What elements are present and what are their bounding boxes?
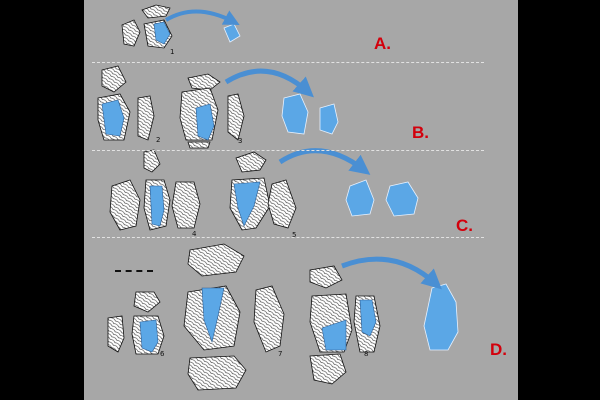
item-number: 6 [160, 350, 165, 358]
refit-flake [385, 181, 419, 217]
core-fragment [227, 93, 245, 141]
core-fragment [309, 353, 347, 385]
panel-d-drawings [107, 243, 459, 391]
highlighted-flake [201, 287, 225, 344]
figure-panel: A. B. C. D. 1 2 3 4 5 6 7 8 [84, 0, 518, 400]
highlighted-flake [195, 103, 215, 141]
highlighted-flake [359, 299, 377, 337]
core-fragment [187, 141, 211, 149]
core-fragment [121, 19, 141, 47]
core-fragment [187, 243, 245, 277]
core-fragment [109, 179, 141, 231]
item-number: 5 [292, 231, 297, 239]
core-fragment [133, 291, 161, 313]
lithic-refit-illustration [97, 4, 459, 391]
panel-label-a: A. [374, 34, 391, 53]
item-number: 4 [192, 230, 197, 238]
highlighted-flake [321, 319, 347, 351]
core-fragment [101, 65, 127, 93]
refit-flake [423, 283, 459, 351]
panel-separator [92, 237, 484, 238]
refit-arrow [278, 148, 371, 175]
item-number: 3 [238, 137, 243, 145]
refit-arrow [224, 68, 314, 98]
core-fragment [187, 73, 221, 91]
highlighted-flake [139, 319, 159, 353]
item-number: 8 [364, 350, 369, 358]
scale-bar [115, 270, 153, 272]
core-fragment [235, 151, 267, 173]
refit-flake [223, 23, 241, 43]
highlighted-flake [149, 185, 165, 227]
panel-a-drawings [121, 4, 241, 49]
refit-flake [281, 93, 309, 135]
core-fragment [143, 149, 161, 173]
core-fragment [107, 315, 125, 353]
core-fragment [171, 181, 201, 229]
core-fragment [309, 265, 343, 289]
panel-label-c: C. [456, 216, 473, 235]
panel-label-d: D. [490, 340, 507, 359]
core-fragment [267, 179, 297, 229]
item-number: 2 [156, 136, 161, 144]
panel-separator [92, 62, 484, 63]
core-fragment [141, 4, 171, 19]
core-fragment [187, 355, 247, 391]
highlighted-flake [101, 99, 125, 137]
highlighted-flake [233, 181, 261, 227]
panel-label-b: B. [412, 123, 429, 142]
refit-arrow [341, 256, 442, 290]
item-number: 1 [170, 48, 175, 56]
core-fragment [137, 95, 155, 141]
panel-separator [92, 150, 484, 151]
refit-flake [319, 103, 339, 135]
panel-c-drawings [109, 148, 419, 231]
refit-arrow [164, 9, 240, 25]
panel-b-drawings [97, 65, 339, 149]
refit-flake [345, 179, 375, 217]
highlighted-flake [153, 21, 171, 45]
item-number: 7 [278, 350, 283, 358]
core-fragment [253, 285, 285, 353]
